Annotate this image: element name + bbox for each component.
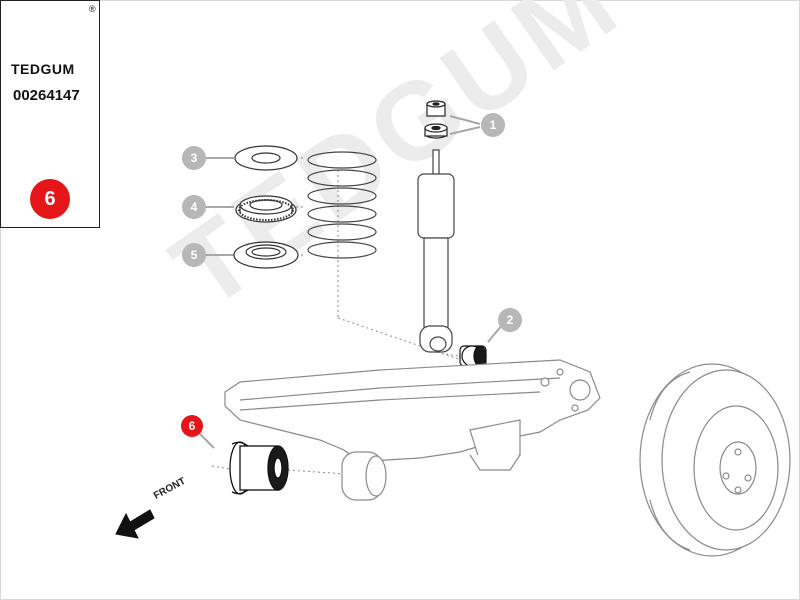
callout-4: 4	[182, 195, 206, 219]
callout-5: 5	[182, 243, 206, 267]
rear-axle-beam	[224, 359, 601, 501]
part-number: 00264147	[13, 87, 80, 104]
brand-name: TEDGUM	[11, 61, 75, 77]
product-info-box: ® TEDGUM 00264147 6	[0, 0, 100, 228]
spring-seat-lower	[233, 241, 299, 269]
callout-1: 1	[481, 113, 505, 137]
shock-lower-bushing	[459, 345, 487, 367]
registered-mark: ®	[89, 4, 96, 14]
wheel	[639, 363, 791, 557]
coil-spring	[307, 151, 377, 259]
top-mount-bushings	[424, 100, 448, 139]
shock-absorber	[417, 149, 455, 353]
callout-arrows	[199, 115, 503, 449]
front-arrow-icon	[115, 509, 155, 539]
callout-6: 6	[181, 415, 203, 437]
featured-position-badge: 6	[30, 179, 70, 219]
strut-bearing	[235, 195, 297, 223]
featured-axle-bushing	[229, 441, 289, 495]
spring-seat-upper	[234, 145, 298, 171]
callout-3: 3	[182, 146, 206, 170]
callout-2: 2	[498, 308, 522, 332]
